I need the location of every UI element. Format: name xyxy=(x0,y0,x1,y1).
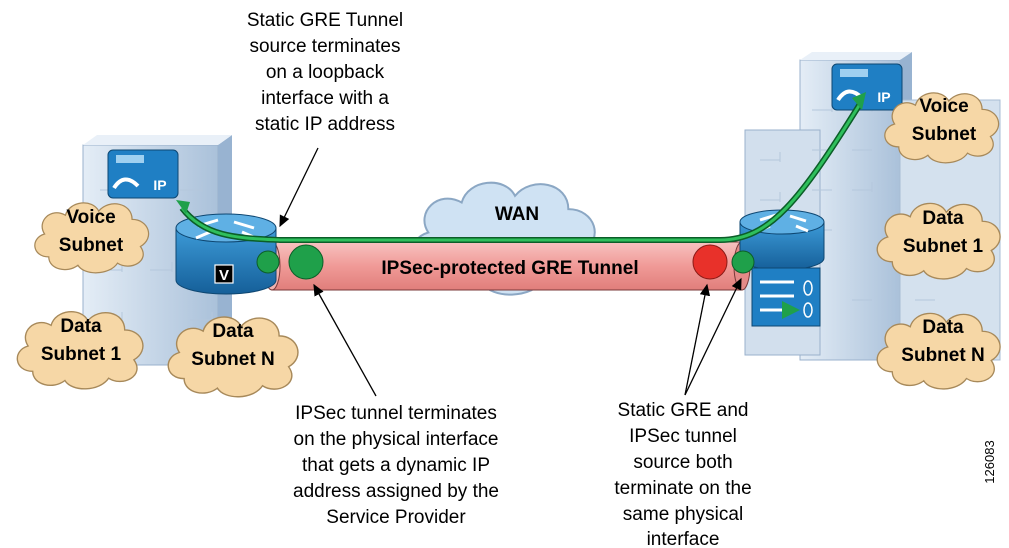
annotation-bottom-center-line-3: that gets a dynamic IP xyxy=(302,455,490,476)
left-data1-subnet-label-2: Subnet 1 xyxy=(41,344,122,365)
annotation-bottom-right-line-4: terminate on the xyxy=(614,478,751,499)
right-voice-subnet-label-1: Voice xyxy=(919,96,968,117)
voice-path xyxy=(176,92,866,243)
annotation-top-left: Static GRE Tunnel source terminates on a… xyxy=(247,10,403,135)
annotation-bottom-right-line-6: interface xyxy=(647,529,720,548)
right-gre-endpoint xyxy=(731,250,755,274)
right-ip-phone: IP xyxy=(831,63,903,111)
annotation-bottom-center-line-2: on the physical interface xyxy=(294,429,499,450)
annotation-bottom-center-line-5: Service Provider xyxy=(326,507,466,528)
wan-cloud: WAN xyxy=(411,181,596,296)
right-data1-subnet-cloud: Data Subnet 1 xyxy=(876,202,1001,280)
annotation-bottom-right-line-3: source both xyxy=(633,452,732,473)
left-data1-subnet-label-1: Data xyxy=(60,316,102,337)
right-voice-subnet-label-2: Subnet xyxy=(912,124,977,145)
annotation-top-left-line-1: Static GRE Tunnel xyxy=(247,10,403,31)
annotation-bottom-center: IPSec tunnel terminates on the physical … xyxy=(293,403,499,528)
left-datan-subnet-label-1: Data xyxy=(212,321,254,342)
right-datan-subnet-label-1: Data xyxy=(922,317,964,338)
right-ipsec-endpoint xyxy=(692,244,728,280)
gre-tunnel: IPSec-protected GRE Tunnel xyxy=(263,241,751,291)
right-datan-subnet-cloud: Data Subnet N xyxy=(876,312,1001,390)
left-physical-endpoint xyxy=(288,244,324,280)
wan-label: WAN xyxy=(495,204,539,225)
annotation-top-left-line-3: on a loopback xyxy=(266,62,385,83)
annotation-bottom-right-line-2: IPSec tunnel xyxy=(629,426,737,447)
annotation-bottom-right: Static GRE and IPSec tunnel source both … xyxy=(614,400,751,548)
tunnel-endpoints xyxy=(256,244,755,280)
left-ip-phone: IP xyxy=(107,149,179,199)
right-datan-subnet-label-2: Subnet N xyxy=(901,345,984,366)
right-phone-ip-label: IP xyxy=(877,89,890,105)
left-voice-subnet-label-2: Subnet xyxy=(59,235,124,256)
left-datan-subnet-label-2: Subnet N xyxy=(191,349,274,370)
tunnel-label: IPSec-protected GRE Tunnel xyxy=(381,258,638,279)
annotation-bottom-center-line-1: IPSec tunnel terminates xyxy=(295,403,497,424)
annotation-top-left-line-4: interface with a xyxy=(261,88,389,109)
annotation-bottom-center-line-4: address assigned by the xyxy=(293,481,499,502)
annotation-bottom-right-line-5: same physical xyxy=(623,504,743,525)
callout-arrows xyxy=(279,147,742,397)
right-voice-subnet-cloud: Voice Subnet xyxy=(884,92,1000,164)
left-data1-subnet-cloud: Data Subnet 1 xyxy=(16,310,144,390)
annotation-top-left-line-2: source terminates xyxy=(249,36,400,57)
router-voice-badge: V xyxy=(219,267,229,284)
left-loopback-endpoint xyxy=(256,250,280,274)
figure-id: 126083 xyxy=(982,440,997,483)
right-data1-subnet-label-1: Data xyxy=(922,208,964,229)
left-router: V xyxy=(175,213,277,295)
right-data1-subnet-label-2: Subnet 1 xyxy=(903,236,984,257)
left-phone-ip-label: IP xyxy=(153,177,166,193)
annotation-top-left-line-5: static IP address xyxy=(255,114,395,135)
left-datan-subnet-cloud: Data Subnet N xyxy=(167,316,299,398)
left-voice-subnet-label-1: Voice xyxy=(66,207,115,228)
left-voice-subnet-cloud: Voice Subnet xyxy=(34,202,150,274)
annotation-bottom-right-line-1: Static GRE and xyxy=(618,400,749,421)
